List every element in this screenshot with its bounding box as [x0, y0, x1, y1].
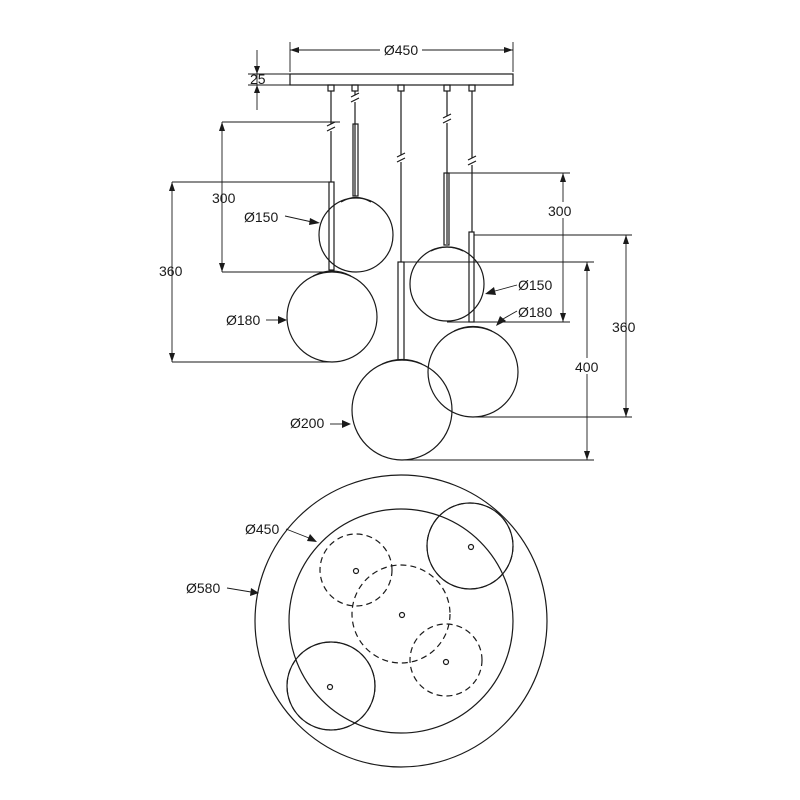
plan-globe-dashed-upper-left	[319, 533, 393, 607]
globe-center-label: Ø200	[290, 415, 324, 431]
pendant-cables	[326, 91, 477, 262]
drop-left-360-label: 360	[159, 263, 183, 279]
plan-globe-dashed-center	[351, 564, 451, 664]
globe-right-small-label: Ø150	[518, 277, 552, 293]
drop-left-360-dimension: 360	[159, 181, 330, 363]
cable-holders	[327, 84, 476, 92]
plan-inner-circle	[288, 508, 514, 734]
globe-left-large	[286, 270, 378, 363]
plan-inner-leader: Ø450	[245, 521, 317, 542]
globe-right-small	[409, 246, 485, 322]
canopy-width-dimension: Ø450	[289, 41, 514, 72]
globe-left-large-label: Ø180	[226, 312, 260, 328]
drop-center-400-label: 400	[575, 359, 599, 375]
plan-outer-leader: Ø580	[186, 580, 259, 596]
drop-right-300-dimension: 300	[447, 172, 579, 323]
plan-outer-circle	[254, 474, 548, 768]
plan-cable-points	[326, 543, 475, 691]
elevation-view: Ø450 25	[159, 41, 636, 461]
globe-center	[351, 358, 453, 461]
globe-left-small	[318, 196, 394, 273]
drop-right-360-label: 360	[612, 319, 636, 335]
plan-globe-dashed-lower-right	[409, 623, 483, 697]
globe-right-large	[427, 325, 519, 418]
plan-globe-dashed-bottom-left	[286, 641, 376, 731]
globe-left-small-leader: Ø150	[244, 209, 320, 225]
plan-outer-label: Ø580	[186, 580, 220, 596]
drop-right-300-label: 300	[548, 203, 572, 219]
canopy-width-label: Ø450	[384, 42, 418, 58]
globe-right-small-leader: Ø150	[485, 277, 552, 295]
drop-right-360-dimension: 360	[473, 234, 636, 418]
ceiling-canopy	[289, 73, 514, 86]
globe-center-leader: Ø200	[290, 415, 351, 431]
drop-left-300-dimension: 300	[212, 121, 340, 273]
plan-inner-label: Ø450	[245, 521, 279, 537]
globe-right-large-leader: Ø180	[496, 304, 552, 326]
globe-right-large-label: Ø180	[518, 304, 552, 320]
canopy-height-label: 25	[250, 71, 266, 87]
drop-left-300-label: 300	[212, 190, 236, 206]
globe-left-small-label: Ø150	[244, 209, 278, 225]
drop-center-400-dimension: 400	[402, 261, 606, 461]
canopy-height-dimension: 25	[248, 50, 290, 110]
globe-left-large-leader: Ø180	[226, 312, 287, 328]
plan-view: Ø450 Ø580	[186, 474, 548, 768]
plan-globe-dashed-top-right	[426, 502, 514, 590]
